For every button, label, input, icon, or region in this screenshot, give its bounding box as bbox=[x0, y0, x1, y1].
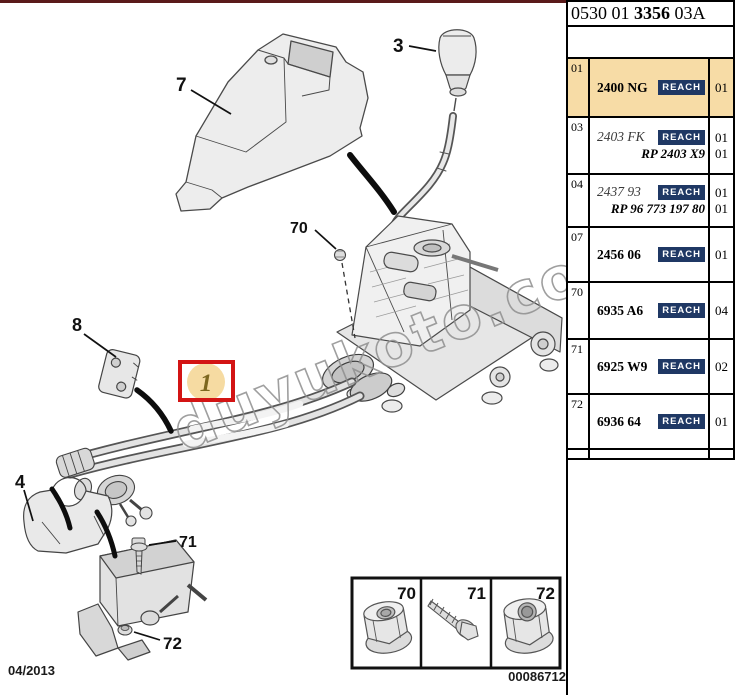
parts-list-panel: 0530 01 3356 03A 01 2400 NG REACH 01 bbox=[566, 0, 735, 695]
row-qty: 01 01 bbox=[708, 175, 733, 226]
mount-bracket-drawing bbox=[23, 476, 208, 661]
callout-1-highlight[interactable]: 1 bbox=[178, 360, 235, 402]
callout-label-4[interactable]: 4 bbox=[15, 472, 25, 492]
table-header-code: 0530 01 3356 03A bbox=[568, 2, 733, 27]
parts-table: 0530 01 3356 03A 01 2400 NG REACH 01 bbox=[568, 0, 735, 460]
callout-label-70[interactable]: 70 bbox=[290, 220, 308, 237]
row-qty: 02 bbox=[708, 340, 733, 393]
table-bottom-spacer bbox=[568, 450, 733, 460]
row-ref: 07 bbox=[568, 228, 590, 281]
row-main: 2456 06 REACH bbox=[590, 228, 708, 281]
document-number: 00086712 bbox=[508, 669, 566, 684]
code-bold: 3356 bbox=[634, 3, 670, 23]
qty-value: 01 bbox=[715, 79, 728, 95]
table-row[interactable]: 72 6936 64 REACH 01 bbox=[568, 395, 733, 450]
cable-grommets-drawing bbox=[321, 353, 406, 402]
assembly-arrows bbox=[49, 152, 397, 559]
table-row[interactable]: 03 2403 FK REACH RP 2403 X9 01 01 bbox=[568, 118, 733, 175]
table-row[interactable]: 01 2400 NG REACH 01 bbox=[568, 59, 733, 118]
row-ref: 72 bbox=[568, 395, 590, 448]
fastener-inset-box: 70 71 72 bbox=[350, 576, 562, 670]
row-ref: 01 bbox=[568, 59, 590, 116]
part-number: 2403 FK bbox=[597, 129, 645, 144]
row-main: 2400 NG REACH bbox=[590, 59, 708, 116]
qty-value: 01 bbox=[715, 129, 728, 145]
callout-label-1: 1 bbox=[200, 370, 213, 397]
part-number: 6935 A6 bbox=[597, 302, 644, 318]
callout-label-71[interactable]: 71 bbox=[179, 534, 197, 551]
inset-label-72: 72 bbox=[536, 584, 555, 603]
code-suffix: 03A bbox=[670, 3, 706, 23]
callout-label-8[interactable]: 8 bbox=[72, 315, 82, 335]
table-row[interactable]: 70 6935 A6 REACH 04 bbox=[568, 283, 733, 340]
inset-label-71: 71 bbox=[467, 584, 486, 603]
row-qty: 01 01 bbox=[708, 118, 733, 173]
row-main: 6925 W9 REACH bbox=[590, 340, 708, 393]
qty-value: 02 bbox=[715, 358, 728, 374]
part-number: 6936 64 bbox=[597, 413, 641, 429]
part-number: 2437 93 bbox=[597, 184, 641, 199]
edition-date: 04/2013 bbox=[8, 663, 55, 678]
row-qty: 04 bbox=[708, 283, 733, 338]
callout-leader-lines bbox=[23, 45, 437, 641]
table-row[interactable]: 71 6925 W9 REACH 02 bbox=[568, 340, 733, 395]
row-ref: 04 bbox=[568, 175, 590, 226]
shifter-base-drawing bbox=[336, 215, 563, 413]
row-main: 2437 93 REACH RP 96 773 197 80 bbox=[590, 175, 708, 226]
screw-71-icon bbox=[427, 598, 479, 641]
callout-1-red-box bbox=[178, 360, 235, 402]
callout-label-3[interactable]: 3 bbox=[393, 36, 404, 57]
row-qty: 01 bbox=[708, 228, 733, 281]
row-ref bbox=[568, 450, 590, 458]
part-number: 2456 06 bbox=[597, 246, 641, 262]
reach-badge[interactable]: REACH bbox=[658, 129, 705, 145]
cable-clip-bracket-drawing bbox=[98, 349, 141, 399]
row-main: 6936 64 REACH bbox=[590, 395, 708, 448]
reach-badge[interactable]: REACH bbox=[658, 359, 705, 374]
reach-badge[interactable]: REACH bbox=[658, 80, 705, 95]
reach-badge[interactable]: REACH bbox=[658, 247, 705, 262]
reach-badge[interactable]: REACH bbox=[658, 184, 705, 200]
callout-label-7[interactable]: 7 bbox=[176, 75, 187, 96]
console-cover-drawing bbox=[175, 33, 369, 212]
row-main bbox=[590, 450, 708, 458]
row-qty bbox=[708, 450, 733, 458]
row-ref: 70 bbox=[568, 283, 590, 338]
code-prefix: 0530 01 bbox=[571, 3, 634, 23]
exploded-view-diagram: duyukoto.com 1 7 3 70 8 4 71 72 bbox=[15, 29, 568, 670]
qty-value: 01 bbox=[715, 413, 728, 429]
nut-70-drawing bbox=[333, 248, 356, 339]
row-ref: 71 bbox=[568, 340, 590, 393]
qty-value: 01 bbox=[715, 246, 728, 262]
flange-nut-70-icon bbox=[363, 601, 413, 654]
screw-71-drawing bbox=[130, 537, 148, 575]
row-ref: 03 bbox=[568, 118, 590, 173]
flange-nut-72-icon bbox=[503, 598, 554, 654]
top-divider-bar bbox=[0, 0, 566, 3]
part-rp: RP 2403 X9 bbox=[641, 146, 705, 161]
table-spacer-row bbox=[568, 27, 733, 59]
row-qty: 01 bbox=[708, 395, 733, 448]
part-rp: RP 96 773 197 80 bbox=[610, 201, 705, 216]
reach-badge[interactable]: REACH bbox=[658, 414, 705, 429]
qty-value: 01 bbox=[715, 184, 728, 200]
callout-label-72[interactable]: 72 bbox=[163, 634, 182, 653]
nut-72-drawing bbox=[117, 624, 133, 636]
part-number: 2400 NG bbox=[597, 79, 648, 95]
table-row[interactable]: 04 2437 93 REACH RP 96 773 197 80 01 01 bbox=[568, 175, 733, 228]
row-main: 6935 A6 REACH bbox=[590, 283, 708, 338]
row-main: 2403 FK REACH RP 2403 X9 bbox=[590, 118, 708, 173]
inset-label-70: 70 bbox=[397, 584, 416, 603]
qty-value: 04 bbox=[715, 302, 728, 318]
part-number: 6925 W9 bbox=[597, 358, 648, 374]
control-cables-drawing bbox=[57, 377, 365, 479]
qty-value-2: 01 bbox=[715, 200, 728, 216]
qty-value-2: 01 bbox=[715, 145, 728, 161]
gear-knob-drawing bbox=[438, 29, 477, 112]
table-row[interactable]: 07 2456 06 REACH 01 bbox=[568, 228, 733, 283]
reach-badge[interactable]: REACH bbox=[658, 303, 705, 318]
row-qty: 01 bbox=[708, 59, 733, 116]
